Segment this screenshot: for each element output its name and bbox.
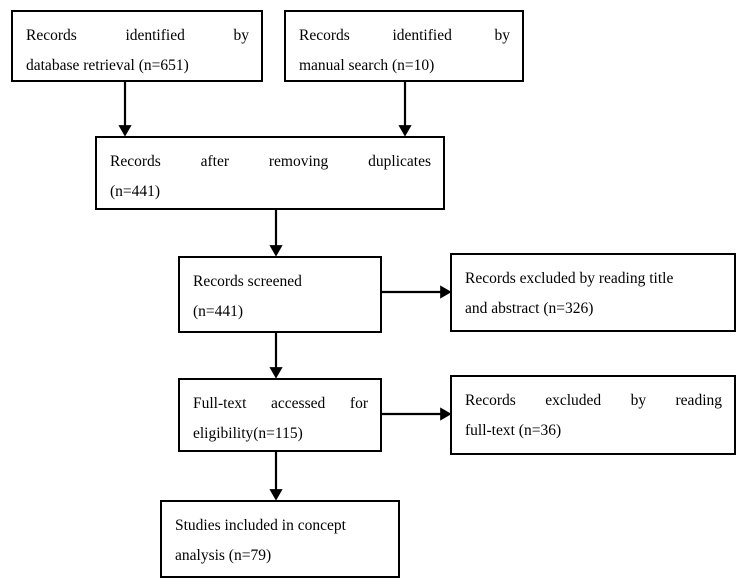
box-records-deduplicated-text: Records after removing duplicates (n=441… <box>110 147 431 207</box>
box-records-deduplicated: Records after removing duplicates (n=441… <box>95 136 445 210</box>
box-line-1: Records excluded by reading title <box>465 270 674 287</box>
box-line-2: analysis (n=79) <box>175 547 272 564</box>
box-studies-included-text: Studies included in concept analysis (n=… <box>175 511 386 571</box>
box-records-screened-text: Records screened (n=441) <box>193 267 368 327</box>
box-line-2: (n=441) <box>110 183 161 200</box>
box-records-excluded-fulltext: Records excluded by reading full-text (n… <box>450 375 736 455</box>
box-records-screened: Records screened (n=441) <box>178 256 382 333</box>
box-records-excluded-title-abstract-text: Records excluded by reading title and ab… <box>465 264 722 324</box>
box-line-1: Full-text accessed for <box>193 395 368 412</box>
box-line-2: and abstract (n=326) <box>465 300 594 317</box>
box-studies-included: Studies included in concept analysis (n=… <box>160 500 400 578</box>
box-records-manual-text: Records identified by manual search (n=1… <box>299 21 510 81</box>
box-line-1: Records screened <box>193 273 302 290</box>
box-line-2: (n=441) <box>193 303 244 320</box>
box-records-database-text: Records identified by database retrieval… <box>26 21 249 81</box>
box-records-manual: Records identified by manual search (n=1… <box>284 10 524 82</box>
box-line-1: Records after removing duplicates <box>110 153 431 170</box>
box-fulltext-eligibility: Full-text accessed for eligibility(n=115… <box>178 378 382 452</box>
box-line-2: eligibility(n=115) <box>193 425 303 442</box>
box-line-1: Records identified by <box>299 27 510 44</box>
box-line-1: Records excluded by reading <box>465 392 722 409</box>
box-line-1: Records identified by <box>26 27 249 44</box>
box-line-2: full-text (n=36) <box>465 422 562 439</box>
box-line-1: Studies included in concept <box>175 517 346 534</box>
box-records-excluded-fulltext-text: Records excluded by reading full-text (n… <box>465 386 722 446</box>
box-records-database: Records identified by database retrieval… <box>11 10 263 82</box>
box-line-2: database retrieval (n=651) <box>26 57 189 74</box>
box-line-2: manual search (n=10) <box>299 57 435 74</box>
box-fulltext-eligibility-text: Full-text accessed for eligibility(n=115… <box>193 389 368 449</box>
box-records-excluded-title-abstract: Records excluded by reading title and ab… <box>450 253 736 332</box>
